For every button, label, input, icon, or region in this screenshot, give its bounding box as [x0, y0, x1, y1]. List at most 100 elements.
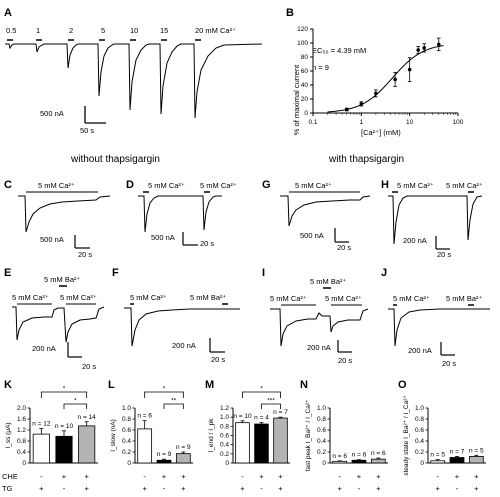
- h-solution-label-2: 5 mM Ca²⁺: [446, 181, 483, 190]
- treatment-sign: +: [84, 484, 89, 493]
- bar-y-tick-label: 0.2: [317, 449, 326, 456]
- bar: [156, 459, 172, 464]
- bar-y-tick-label: 0.4: [415, 438, 424, 445]
- treatment-sign: +: [62, 472, 67, 481]
- treatment-sign: -: [338, 472, 341, 481]
- j-solution-label-ca: 5 mM Ca²⁺: [393, 294, 430, 303]
- bar-n-label: n = 9: [157, 451, 172, 458]
- bar-y-tick-label: 0: [127, 460, 131, 467]
- trace-f: [124, 307, 240, 347]
- bar-y-tick-label: 0.6: [220, 433, 229, 440]
- j-scale-label-time: 20 s: [442, 359, 456, 368]
- panel-a-current-traces: 0.5 1 2 5 10 15 20 mM Ca²⁺ 500 nA 50 s: [5, 26, 263, 135]
- bar-y-tick-label: 1.0: [415, 405, 424, 412]
- bar-n-label: n = 4: [254, 415, 269, 422]
- significance-bracket: [40, 391, 88, 398]
- panel-label-e: E: [4, 267, 11, 279]
- panel-h-trace: 5 mM Ca²⁺ 5 mM Ca²⁺ 200 nA 20 s: [388, 181, 483, 259]
- bar-n-label: n = 10: [233, 413, 252, 420]
- panel-label-l: L: [108, 379, 115, 391]
- panel-label-a: A: [4, 7, 12, 19]
- g-scale-label-current: 500 nA: [300, 231, 324, 240]
- bar-y-tick-label: 1.2: [17, 427, 26, 434]
- treatment-sign: +: [357, 472, 362, 481]
- significance-marker: ***: [267, 398, 275, 405]
- trace-h: [388, 195, 483, 245]
- treatment-sign: +: [84, 472, 89, 481]
- panel-label-d: D: [126, 179, 134, 191]
- trace-d: [138, 195, 222, 233]
- treatment-sign: +: [376, 472, 381, 481]
- header-without-thapsigargin: without thapsigargin: [70, 154, 160, 165]
- treatment-sign: +: [181, 484, 186, 493]
- significance-bracket: [144, 391, 184, 398]
- bar-n-label: n = 14: [78, 414, 97, 421]
- e-solution-label-ca-1: 5 mM Ca²⁺: [12, 293, 49, 302]
- panel-label-c: C: [4, 179, 12, 191]
- header-with-thapsigargin: with thapsigargin: [328, 154, 404, 165]
- trace-j: [388, 308, 490, 347]
- bar-y-tick-label: 0: [420, 460, 424, 467]
- treatment-sign: +: [337, 484, 342, 493]
- bar: [78, 425, 96, 464]
- bar-n-label: n = 7: [273, 409, 288, 416]
- treatment-sign: +: [278, 472, 283, 481]
- panel-label-k: K: [4, 379, 12, 391]
- bar-y-tick-label: 0.6: [317, 427, 326, 434]
- b-y-tick-label: 100: [297, 40, 308, 47]
- bar-y-tick-label: 1.0: [122, 405, 131, 412]
- bar-y-tick-label: 0: [22, 460, 26, 467]
- bar-y-axis-label: fast peak I_Ba²⁺ / I_Ca²⁺: [305, 399, 312, 471]
- panel-label-i: I: [262, 267, 265, 279]
- b-y-tick-label: 20: [301, 96, 309, 103]
- b-x-axis-label: [Ca²⁺] (mM): [361, 128, 401, 137]
- bar: [137, 428, 153, 464]
- treatment-label-tg: TG: [2, 484, 13, 493]
- treatment-sign: +: [181, 472, 186, 481]
- treatment-sign: +: [278, 484, 283, 493]
- bar-y-tick-label: 0.4: [122, 438, 131, 445]
- d-scale-label-current: 500 nA: [151, 233, 175, 242]
- bar-n-label: n = 6: [137, 413, 152, 420]
- treatment-sign: +: [376, 484, 381, 493]
- b-data-point: [407, 67, 412, 72]
- b-x-tick-label: 1: [360, 119, 364, 126]
- b-data-point: [393, 77, 397, 82]
- bar: [55, 435, 73, 464]
- e-solution-label-ca-2: 5 mM Ca²⁺: [60, 293, 97, 302]
- conc-label-5: 5: [101, 26, 105, 35]
- significance-bracket: [63, 403, 88, 409]
- d-scale-label-time: 20 s: [200, 239, 214, 248]
- conc-label-20-mm: 20 mM Ca²⁺: [195, 26, 236, 35]
- b-y-axis-label: % of maximal current: [292, 64, 301, 135]
- b-y-tick-label: 120: [297, 26, 308, 33]
- b-data-point: [359, 102, 364, 106]
- treatment-sign: +: [455, 472, 460, 481]
- bar-n-label: n = 12: [32, 421, 51, 428]
- bar-y-axis-label: steady state I_Ba²⁺ / I_Ca²⁺: [403, 395, 410, 476]
- bar-n-label: n = 10: [55, 423, 74, 430]
- b-y-tick-label: 80: [301, 54, 309, 61]
- trace-i: [270, 308, 369, 347]
- bar-n-label: n = 9: [176, 444, 191, 451]
- panel-label-m: M: [205, 379, 214, 391]
- conc-label-1: 1: [36, 26, 40, 35]
- bar-y-tick-label: 1.0: [317, 405, 326, 412]
- c-scale-label-time: 20 s: [78, 250, 92, 259]
- significance-bracket: [163, 403, 184, 409]
- j-scale-label-current: 200 nA: [408, 346, 432, 355]
- f-solution-label-ca: 5 mM Ca²⁺: [130, 293, 167, 302]
- bar-y-tick-label: 0.4: [220, 442, 229, 449]
- bar-y-tick-label: 0.8: [220, 423, 229, 430]
- significance-marker: *: [63, 386, 66, 393]
- bar-y-tick-label: 0.2: [122, 449, 131, 456]
- treatment-sign: +: [142, 484, 147, 493]
- b-hill-fit-curve: [327, 45, 444, 113]
- treatment-sign: -: [260, 484, 263, 493]
- treatment-sign: -: [63, 484, 66, 493]
- panel-d-trace: 5 mM Ca²⁺ 5 mM Ca²⁺ 500 nA 20 s: [138, 181, 237, 248]
- bar: [370, 458, 386, 464]
